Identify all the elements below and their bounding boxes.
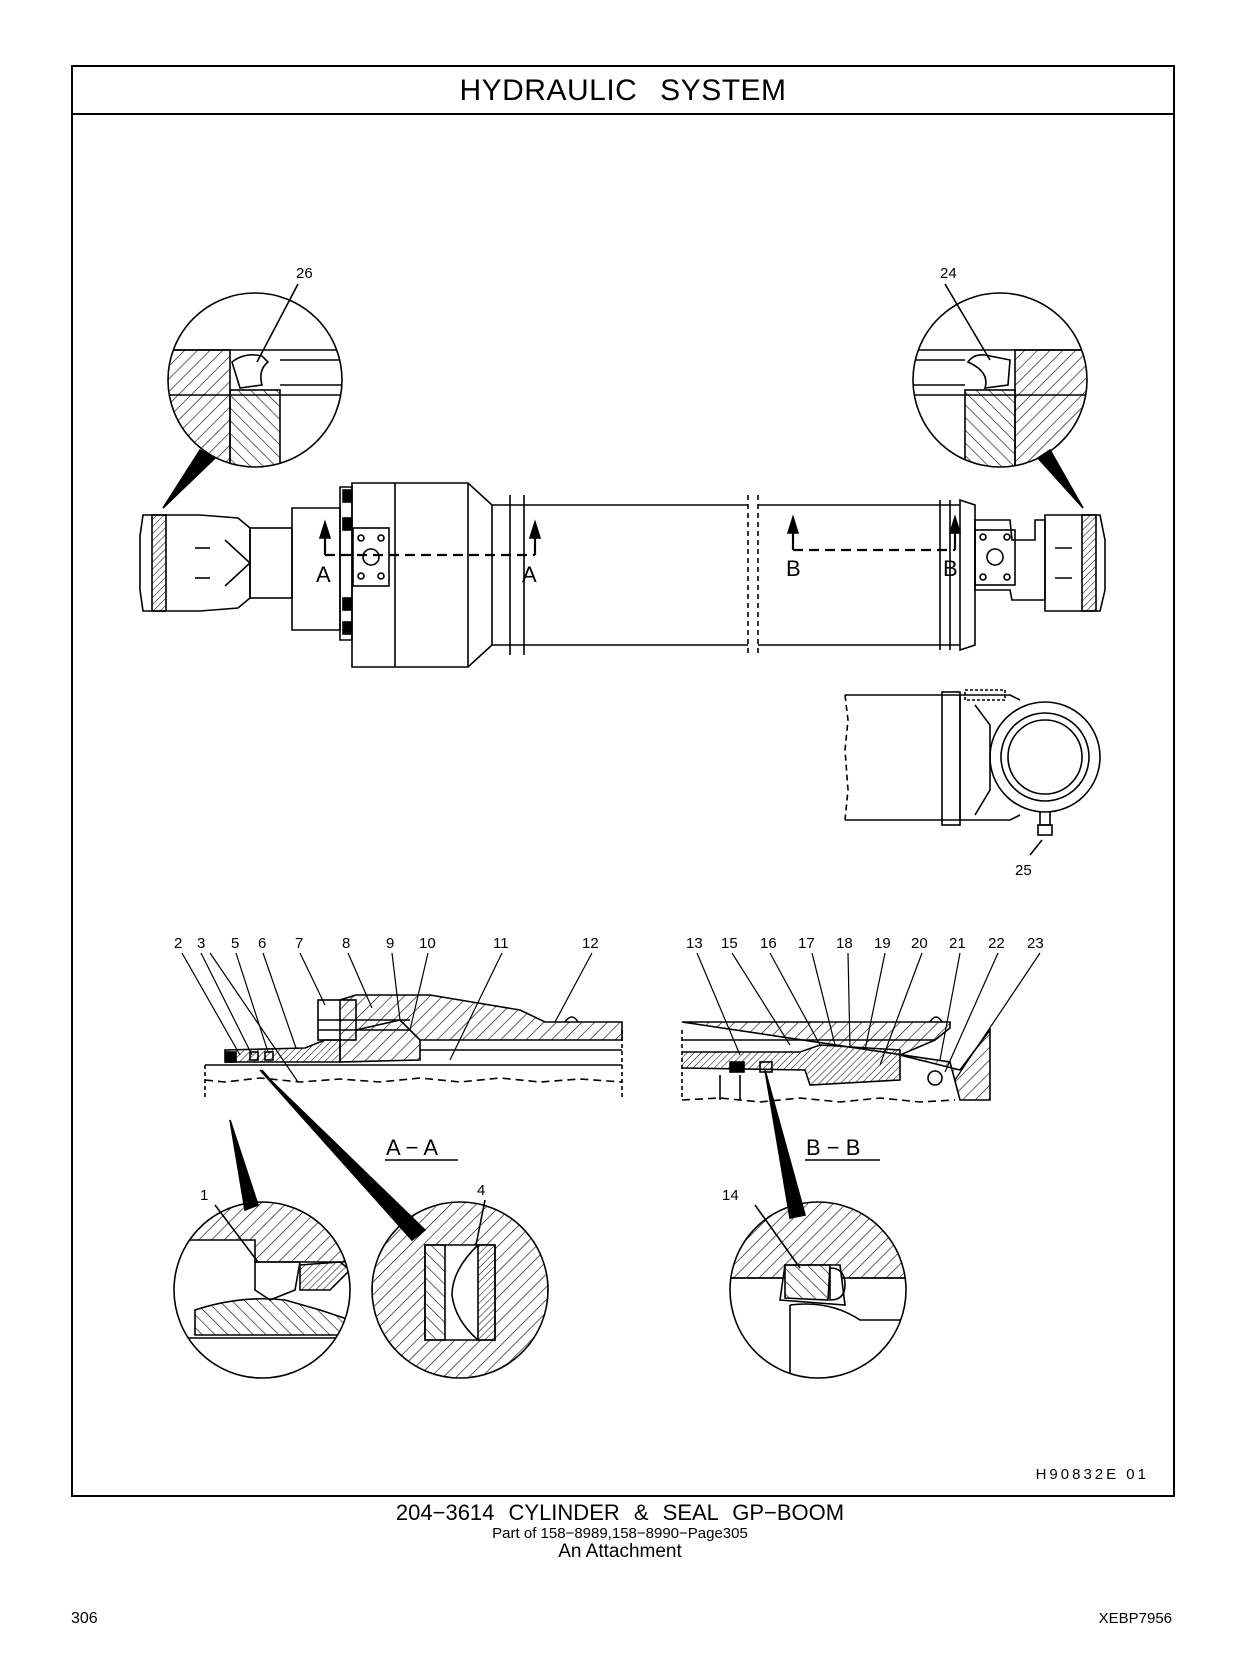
callout-3: 3 — [197, 935, 205, 952]
callout-9: 9 — [386, 935, 394, 952]
callout-18: 18 — [836, 935, 853, 952]
leader-lines — [181, 952, 1041, 1239]
detail-view-24 — [912, 283, 1088, 509]
section-title-aa: A − A — [386, 1135, 438, 1160]
callout-labels: 26 24 25 2 3 5 6 7 8 9 10 11 12 13 15 16… — [174, 265, 1044, 1204]
section-marker-b-right: B — [943, 556, 958, 581]
callout-7: 7 — [295, 935, 303, 952]
callout-22: 22 — [988, 935, 1005, 952]
callout-26: 26 — [296, 265, 313, 282]
callout-11: 11 — [493, 935, 509, 952]
callout-21: 21 — [949, 935, 966, 952]
detail-view-26 — [162, 283, 343, 509]
callout-10: 10 — [419, 935, 436, 952]
section-marker-a-left: A — [316, 562, 331, 587]
section-title-bb: B − B — [806, 1135, 860, 1160]
head-end-view — [844, 689, 1101, 856]
caption-reference: Part of 158−8989,158−8990−Page305 — [492, 1525, 748, 1542]
callout-19: 19 — [874, 935, 891, 952]
callout-1: 1 — [200, 1187, 208, 1204]
callout-12: 12 — [582, 935, 599, 952]
callout-16: 16 — [760, 935, 777, 952]
page-title: HYDRAULIC SYSTEM — [73, 67, 1173, 115]
section-aa — [204, 994, 623, 1100]
callout-8: 8 — [342, 935, 350, 952]
section-marker-a-right: A — [522, 562, 537, 587]
callout-6: 6 — [258, 935, 266, 952]
diagram-frame: HYDRAULIC SYSTEM H90832E 01 — [71, 65, 1175, 1497]
figure-caption: 204−3614 CYLINDER & SEAL GP−BOOM Part of… — [0, 1500, 1240, 1562]
document-id: XEBP7956 — [1098, 1610, 1172, 1627]
detail-view-1 — [173, 1119, 351, 1379]
callout-24: 24 — [940, 265, 957, 282]
cylinder-assembly — [139, 482, 1106, 668]
detail-view-14 — [729, 1069, 907, 1379]
section-marker-labels: A A B B A − A B − B — [316, 556, 958, 1160]
callout-4: 4 — [477, 1182, 485, 1199]
caption-note: An Attachment — [558, 1541, 682, 1562]
callout-23: 23 — [1027, 935, 1044, 952]
page-number: 306 — [71, 1610, 98, 1627]
detail-view-4 — [259, 1069, 549, 1379]
illustration-id: H90832E 01 — [1035, 1466, 1149, 1483]
callout-20: 20 — [911, 935, 928, 952]
caption-title: 204−3614 CYLINDER & SEAL GP−BOOM — [395, 1500, 845, 1525]
section-arrows — [318, 514, 962, 557]
callout-14: 14 — [722, 1187, 739, 1204]
callout-15: 15 — [721, 935, 738, 952]
callout-5: 5 — [231, 935, 239, 952]
section-marker-b-left: B — [786, 556, 801, 581]
callout-2: 2 — [174, 935, 182, 952]
callout-25: 25 — [1015, 862, 1032, 879]
section-bb — [681, 1016, 991, 1103]
callout-13: 13 — [686, 935, 703, 952]
callout-17: 17 — [798, 935, 815, 952]
